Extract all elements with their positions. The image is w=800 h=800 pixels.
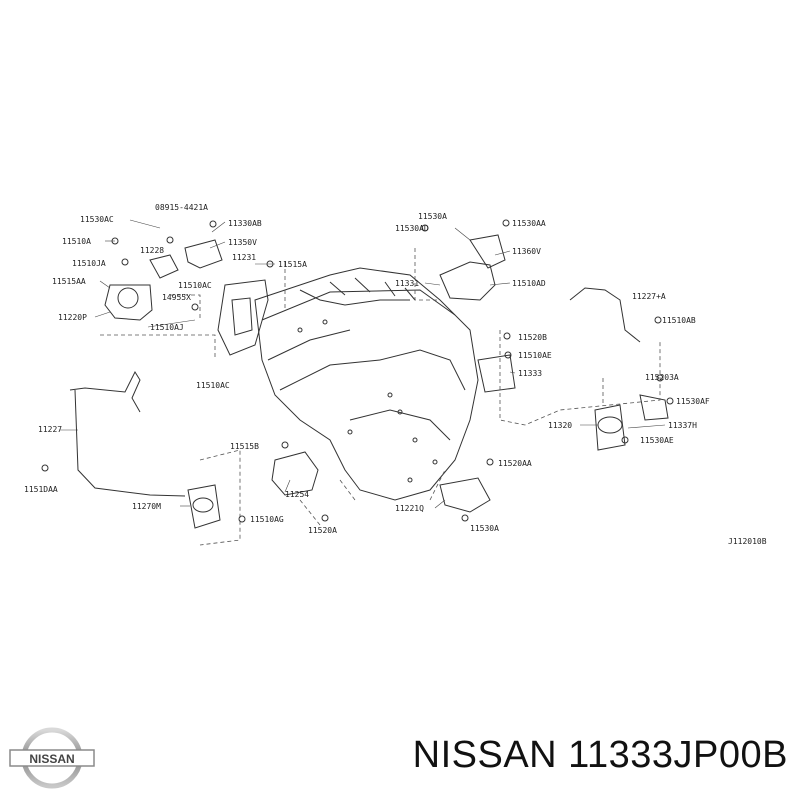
part-label: 11360V: [512, 247, 541, 256]
part-labels: 08915-4421A 11530AC 11330AB 11510A 11228…: [24, 203, 767, 546]
part-label: 11520AA: [498, 459, 532, 468]
part-label: 11510AD: [512, 279, 546, 288]
part-label: 11270M: [132, 502, 161, 511]
parts-diagram: 08915-4421A 11530AC 11330AB 11510A 11228…: [24, 203, 767, 546]
part-label: 11337H: [668, 421, 697, 430]
part-label: 11510A: [62, 237, 91, 246]
part-label: 11510AC: [196, 381, 230, 390]
part-label: 11510JA: [72, 259, 106, 268]
torque-rod: [69, 370, 186, 497]
reference-lines: [100, 248, 661, 546]
part-label: 11515AA: [52, 277, 86, 286]
left-bracket-assembly: [104, 239, 269, 356]
part-label: 11510AC: [178, 281, 212, 290]
part-label: 11510AE: [518, 351, 552, 360]
top-mount-assembly: [439, 234, 506, 301]
part-number-caption: NISSAN 11333JP00B: [412, 734, 788, 776]
part-label: 11228: [140, 246, 164, 255]
part-label: 11530A: [418, 212, 447, 221]
part-label: 11510AJ: [150, 323, 184, 332]
part-label: 11333: [518, 369, 542, 378]
part-label: 11530AE: [640, 436, 674, 445]
right-mount-assembly: [477, 287, 669, 451]
part-label: 11227+A: [632, 292, 666, 301]
part-label: 11227: [38, 425, 62, 434]
part-label: 11510AG: [250, 515, 284, 524]
diagram-code: J112010B: [728, 537, 767, 546]
part-label: 11231: [232, 253, 256, 262]
bottom-mount-assembly: [187, 451, 491, 529]
part-label: 11320: [548, 421, 572, 430]
part-label: 11530AF: [676, 397, 710, 406]
nissan-logo: NISSAN: [9, 727, 95, 789]
part-label: 11530A: [470, 524, 499, 533]
part-label: 11515B: [230, 442, 259, 451]
part-label: 11510AB: [662, 316, 696, 325]
part-label: 1151DAA: [24, 485, 58, 494]
svg-text:NISSAN: NISSAN: [29, 752, 74, 766]
part-label: 11520B: [518, 333, 547, 342]
part-label: 11330AB: [228, 219, 262, 228]
part-label: 11221Q: [395, 504, 424, 513]
leader-lines: [60, 219, 666, 509]
part-label: 08915-4421A: [155, 203, 208, 212]
part-label: 11530AD: [395, 224, 429, 233]
part-label: 11515A: [278, 260, 307, 269]
part-label: 11350V: [228, 238, 257, 247]
bolt-markers: [41, 219, 674, 523]
part-label: 11530AC: [80, 215, 114, 224]
part-label: 11254: [285, 490, 309, 499]
part-label: 11331: [395, 279, 419, 288]
part-label: 14955X: [162, 293, 191, 302]
footer: NISSAN NISSAN 11333JP00B: [0, 710, 800, 800]
part-label: 115203A: [645, 373, 679, 382]
part-label: 11520A: [308, 526, 337, 535]
part-label: 11530AA: [512, 219, 546, 228]
engine-block: [254, 267, 479, 501]
part-label: 11220P: [58, 313, 87, 322]
